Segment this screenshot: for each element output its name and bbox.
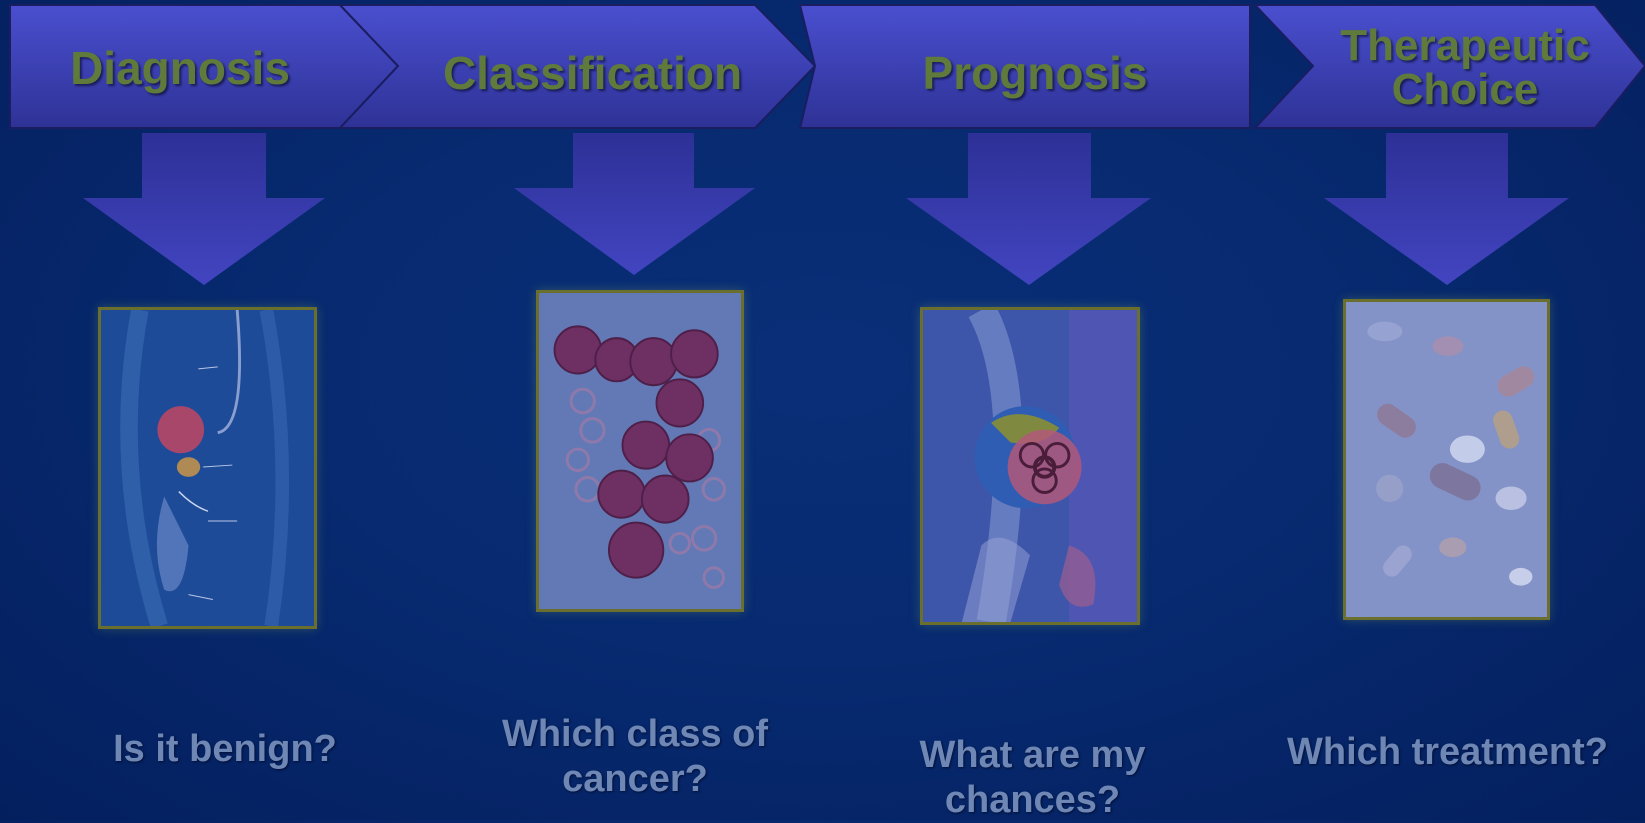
prostate-anatomy-image: [98, 307, 317, 629]
stage-label-therapeutic-choice: Therapeutic Choice: [1300, 12, 1630, 124]
down-arrow-diagnosis: [83, 133, 325, 285]
down-arrow-prognosis: [906, 133, 1151, 285]
stage-title-therapeutic-choice: Therapeutic Choice: [1340, 24, 1589, 112]
stage-title-diagnosis: Diagnosis: [70, 45, 290, 91]
stage-label-classification: Classification: [405, 10, 780, 135]
stage-label-prognosis: Prognosis: [830, 10, 1240, 135]
down-arrow-therapeutic-choice: [1324, 133, 1569, 285]
blood-cells-image: [536, 290, 744, 612]
stage-title-classification: Classification: [443, 50, 742, 96]
question-diagnosis: Is it benign?: [65, 727, 385, 772]
pills-image: [1343, 299, 1550, 620]
question-prognosis: What are my chances?: [860, 733, 1205, 823]
question-classification: Which class of cancer?: [455, 712, 815, 802]
stage-label-diagnosis: Diagnosis: [30, 10, 330, 125]
stage-title-prognosis: Prognosis: [923, 50, 1148, 96]
biohazard-globe-image: [920, 307, 1140, 625]
down-arrow-classification: [514, 133, 755, 275]
question-therapeutic-choice: Which treatment?: [1255, 730, 1640, 775]
